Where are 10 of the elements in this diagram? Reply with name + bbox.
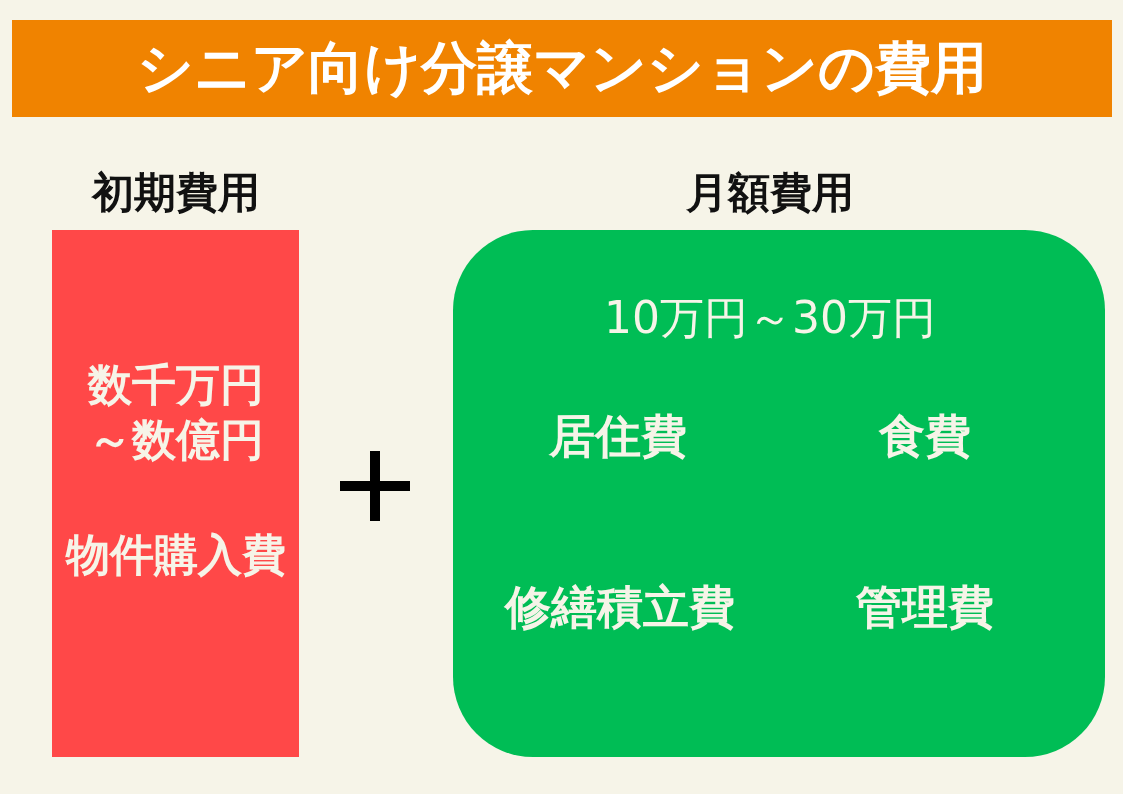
price-range: 10万円～30万円: [604, 291, 936, 345]
cost-item: 管理費: [856, 580, 994, 636]
price-range: 数千万円～数億円: [86, 358, 265, 467]
title: シニア向け分譲マンションの費用: [137, 33, 987, 102]
panel-heading: 月額費用: [686, 167, 854, 219]
cost-item: 修繕積立費: [505, 580, 735, 636]
cost-item: 食費: [879, 409, 971, 465]
panel-heading: 初期費用: [91, 167, 260, 219]
cost-item: 居住費: [549, 409, 687, 465]
cost-item: 物件購入費: [65, 528, 286, 582]
